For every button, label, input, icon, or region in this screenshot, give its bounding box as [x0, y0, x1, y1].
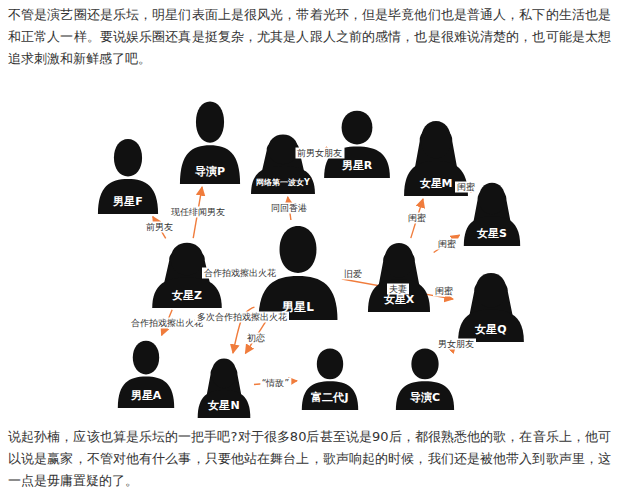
body-shape — [458, 310, 524, 342]
person-name: 导演P — [195, 165, 225, 178]
body-shape — [180, 145, 240, 184]
person-name: 女星Z — [172, 289, 202, 302]
relation-arrow — [162, 310, 173, 335]
relation-arrow — [254, 381, 297, 385]
person-silhouette: 网络第一波女Y — [249, 132, 317, 194]
person-name: 男星R — [342, 159, 372, 172]
relation-label: 初恋 — [245, 332, 267, 343]
relation-label: 闺蜜 — [406, 213, 428, 224]
person-name: 男星A — [131, 389, 162, 402]
relation-label: 合作拍戏擦出火花 — [202, 267, 278, 278]
person-silhouette: 女星S — [462, 180, 522, 246]
body-shape — [464, 216, 520, 246]
head-shape — [411, 349, 438, 380]
body-shape — [259, 276, 338, 320]
person-silhouette: 女星X — [366, 240, 432, 312]
body-shape — [368, 280, 430, 312]
person-silhouette: 男星A — [116, 338, 176, 408]
person-silhouette: 男星F — [96, 136, 160, 214]
relation-arrow — [245, 322, 265, 354]
body-shape — [118, 377, 174, 409]
relation-arrow — [455, 344, 457, 346]
relation-arrow — [319, 152, 321, 153]
person-name: 富二代J — [311, 391, 348, 404]
head-shape — [212, 358, 237, 388]
person-name: 女星X — [384, 293, 414, 306]
relation-label: 旧爱 — [342, 268, 364, 279]
body-paragraph: 不管是演艺圈还是乐坛，明星们表面上是很风光，带着光环，但是毕竟他们也是普通人，私… — [8, 4, 611, 70]
person-name: 导演C — [410, 391, 440, 404]
person-name: 网络第一波女Y — [256, 178, 310, 188]
body-shape — [302, 381, 358, 410]
person-name: 男星L — [282, 300, 314, 314]
relation-label: 闺蜜 — [436, 238, 458, 249]
body-shape — [198, 390, 251, 418]
body-shape — [98, 179, 158, 214]
person-silhouette: 富二代J — [300, 346, 360, 410]
head-shape — [384, 243, 413, 278]
relation-arrow — [411, 199, 423, 238]
person-silhouette: 导演C — [394, 346, 456, 410]
person-silhouette: 女星Q — [456, 270, 526, 342]
head-shape — [317, 349, 343, 380]
body-shape — [404, 161, 468, 196]
head-shape — [268, 134, 298, 164]
head-shape — [171, 243, 204, 276]
relation-label: 闺蜜 — [433, 285, 455, 296]
relation-arrow — [342, 273, 363, 274]
person-name: 女星S — [477, 227, 507, 240]
person-name: 女星M — [420, 177, 453, 190]
head-shape — [342, 111, 373, 145]
relation-arrow — [153, 217, 166, 239]
relation-label: 前男友 — [144, 222, 175, 233]
relation-arrow — [434, 235, 460, 253]
relation-arrow — [434, 287, 453, 293]
person-silhouette: 女星M — [402, 118, 470, 196]
relation-arrow — [227, 271, 254, 273]
person-silhouette: 男星R — [322, 108, 392, 178]
relation-label: 合作拍戏擦出火花 — [129, 317, 205, 328]
head-shape — [476, 273, 507, 308]
person-name: 男星F — [113, 195, 143, 208]
head-shape — [133, 341, 159, 375]
head-shape — [479, 183, 505, 215]
relation-label: 现任绯闻男友 — [169, 207, 227, 218]
relation-arrow — [288, 197, 291, 220]
person-silhouette: 男星L — [256, 222, 340, 320]
head-shape — [421, 121, 451, 158]
head-shape — [196, 101, 224, 142]
person-silhouette: 女星N — [196, 356, 252, 418]
person-silhouette: 导演P — [178, 98, 242, 184]
person-name: 女星N — [208, 399, 239, 412]
body-shape — [251, 166, 315, 194]
relation-arrow — [193, 187, 202, 238]
body-shape — [152, 277, 222, 308]
relation-label: 同回香港 — [269, 203, 309, 214]
relation-arrow — [233, 307, 255, 353]
person-name: 女星Q — [475, 323, 506, 336]
body-paragraph: 说起孙楠，应该也算是乐坛的一把手吧?对于很多80后甚至说是90后，都很熟悉他的歌… — [8, 426, 611, 492]
relation-label: “情敌” — [260, 377, 291, 388]
head-shape — [280, 226, 317, 273]
body-shape — [396, 381, 454, 410]
body-shape — [324, 147, 390, 179]
head-shape — [114, 139, 142, 176]
person-silhouette: 女星Z — [150, 240, 224, 308]
